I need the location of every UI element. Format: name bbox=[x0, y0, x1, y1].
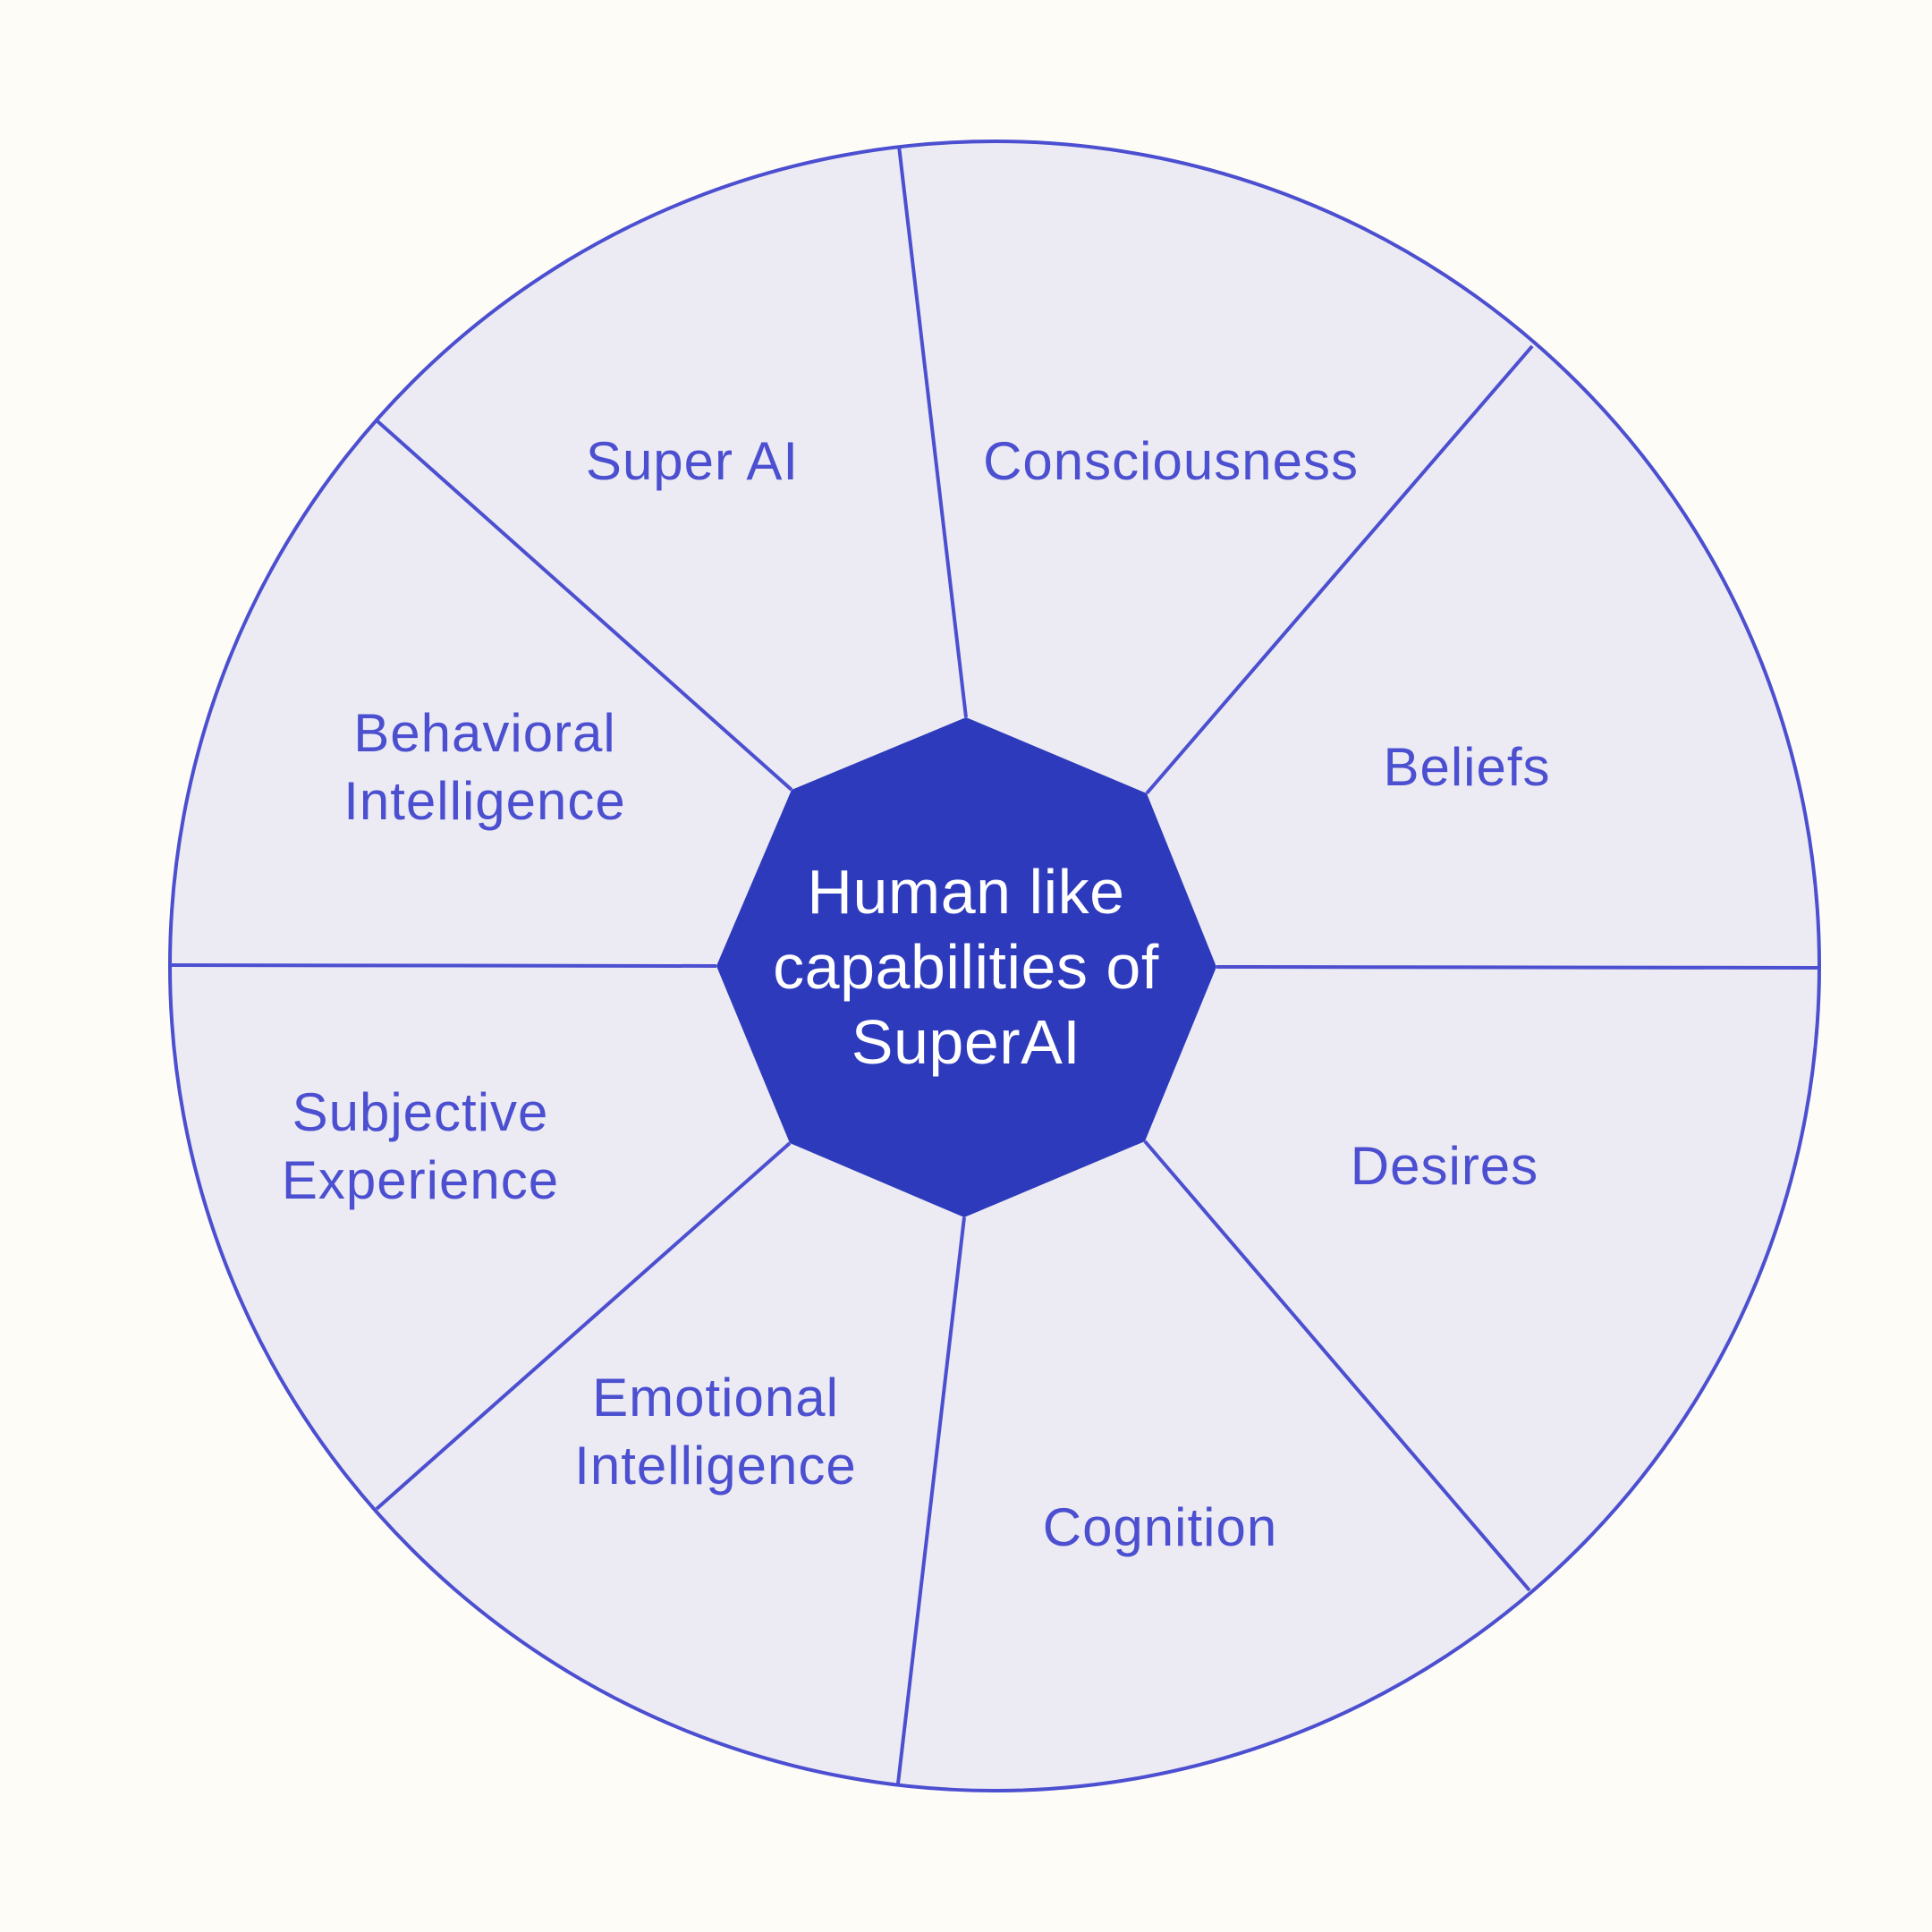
segment-label-consciousness: Consciousness bbox=[983, 431, 1359, 491]
segment-divider-5 bbox=[896, 1216, 966, 1784]
center-title-line: Human like bbox=[807, 857, 1124, 927]
segment-label-beliefs: Beliefs bbox=[1383, 737, 1550, 797]
segment-divider-1 bbox=[897, 145, 968, 718]
segment-label-line: Intelligence bbox=[574, 1436, 857, 1496]
segment-labels: Super AI ConsciousnessBeliefsDesiresCogni… bbox=[282, 431, 1550, 1557]
segment-divider-6 bbox=[375, 1141, 792, 1511]
segment-label-line: Desires bbox=[1351, 1136, 1538, 1196]
center-title-line: capabilities of bbox=[773, 932, 1159, 1002]
segment-label-desires: Desires bbox=[1351, 1136, 1538, 1196]
segment-label-line: Intelligence bbox=[343, 771, 626, 831]
segment-label-line: Subjective bbox=[292, 1082, 549, 1142]
segment-divider-3 bbox=[1216, 965, 1818, 970]
segment-label-super-ai: Super AI bbox=[586, 431, 799, 491]
segment-label-line: Super AI bbox=[586, 431, 799, 491]
segment-label-line: Behavioral bbox=[353, 703, 616, 763]
segment-divider-7 bbox=[169, 963, 717, 968]
segment-label-line: Cognition bbox=[1043, 1497, 1278, 1557]
segment-dividers bbox=[169, 145, 1818, 1784]
segment-label-line: Experience bbox=[282, 1150, 559, 1210]
segment-label-cognition: Cognition bbox=[1043, 1497, 1278, 1557]
segment-divider-4 bbox=[1143, 1140, 1531, 1592]
segment-label-line: Beliefs bbox=[1383, 737, 1550, 797]
center-title-line: SuperAI bbox=[852, 1007, 1080, 1077]
segment-divider-2 bbox=[1145, 344, 1534, 795]
center-octagon bbox=[716, 717, 1216, 1217]
segment-divider-8 bbox=[375, 419, 793, 792]
segment-label-line: Emotional bbox=[592, 1368, 839, 1428]
segment-label-line: Consciousness bbox=[983, 431, 1359, 491]
